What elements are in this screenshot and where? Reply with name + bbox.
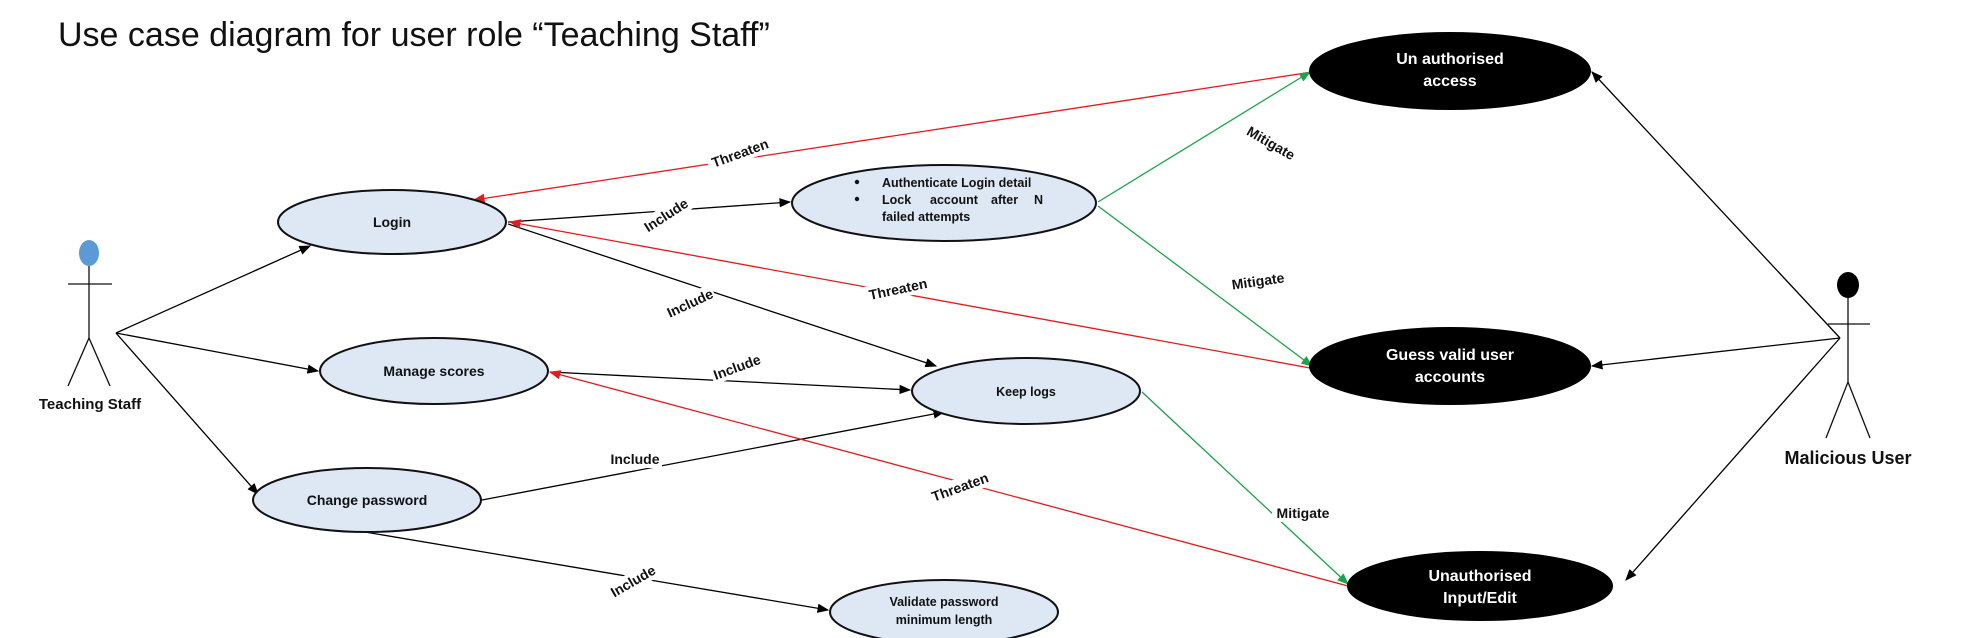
svg-text:accounts: accounts	[1415, 369, 1485, 386]
svg-text:Include: Include	[711, 351, 763, 383]
svg-text:Un authorised: Un authorised	[1396, 51, 1504, 68]
actor-malicious-user: Malicious User	[1784, 272, 1912, 468]
include-change-password-keep-logs	[481, 409, 946, 501]
label-include-3: Include	[708, 349, 766, 385]
svg-text:account: account	[930, 193, 979, 207]
use-case-validate-password: Validate password minimum length	[829, 579, 1059, 638]
svg-text:Change password: Change password	[307, 492, 428, 508]
use-case-authenticate-login: Authenticate Login detail Lock account a…	[791, 164, 1097, 242]
association-malicious-guess-accounts	[1590, 337, 1841, 370]
svg-text:Input/Edit: Input/Edit	[1443, 590, 1517, 607]
include-manage-scores-keep-logs	[549, 371, 912, 395]
misuse-case-unauthorised-input: Unauthorised Input/Edit	[1347, 551, 1613, 621]
association-malicious-unauth-input	[1625, 337, 1841, 581]
include-login-authenticate	[507, 198, 792, 223]
mitigate-keep-logs-unauth-input	[1141, 391, 1349, 585]
label-include-4: Include	[608, 450, 662, 468]
use-case-login: Login	[277, 189, 507, 255]
misuse-case-unauthorised-access: Un authorised access	[1309, 32, 1591, 110]
mitigate-authenticate-unauth-access	[1097, 71, 1311, 203]
svg-text:Mitigate: Mitigate	[1231, 269, 1286, 292]
include-change-password-validate	[364, 531, 830, 613]
svg-text:Threaten: Threaten	[929, 469, 990, 504]
bullet-icon	[854, 196, 860, 202]
svg-text:N: N	[1034, 193, 1043, 207]
actor-label-malicious-user: Malicious User	[1784, 448, 1911, 468]
svg-text:Guess valid user: Guess valid user	[1386, 347, 1514, 364]
svg-text:Threaten: Threaten	[867, 275, 928, 303]
svg-text:Include: Include	[664, 285, 715, 320]
include-login-keep-logs	[507, 223, 938, 368]
actor-teaching-staff: Teaching Staff	[39, 240, 142, 413]
actor-head-icon	[1837, 272, 1859, 298]
svg-text:Validate password: Validate password	[889, 595, 998, 609]
actor-label-teaching-staff: Teaching Staff	[39, 396, 142, 413]
svg-text:Mitigate: Mitigate	[1244, 123, 1298, 163]
svg-text:Include: Include	[641, 195, 691, 235]
threaten-unauth-access-login	[472, 71, 1313, 204]
association-staff-manage-scores	[115, 332, 320, 374]
threaten-unauth-input-manage-scores	[548, 370, 1349, 587]
svg-text:Lock: Lock	[882, 193, 911, 207]
use-case-change-password: Change password	[252, 467, 482, 533]
association-staff-change-password	[115, 332, 259, 495]
svg-text:Authenticate Login detail: Authenticate Login detail	[882, 176, 1031, 190]
association-malicious-unauth-access	[1591, 71, 1841, 339]
label-threaten-3: Threaten	[924, 466, 996, 508]
actor-head-icon	[79, 240, 99, 266]
svg-text:Threaten: Threaten	[709, 135, 770, 170]
mitigate-authenticate-guess-accounts	[1097, 205, 1313, 367]
svg-text:Mitigate: Mitigate	[1277, 505, 1330, 521]
diagram-title: Use case diagram for user role “Teaching…	[58, 16, 770, 54]
svg-text:minimum length: minimum length	[896, 613, 993, 627]
svg-text:Manage scores: Manage scores	[383, 363, 484, 379]
svg-text:Login: Login	[373, 214, 411, 230]
svg-text:access: access	[1423, 73, 1476, 90]
svg-text:Unauthorised: Unauthorised	[1428, 568, 1531, 585]
label-mitigate-2: Mitigate	[1225, 267, 1291, 295]
use-case-keep-logs: Keep logs	[911, 357, 1141, 425]
label-include-1: Include	[639, 193, 693, 237]
bullet-icon	[854, 179, 860, 185]
label-threaten-2: Threaten	[862, 273, 934, 305]
label-threaten-1: Threaten	[704, 132, 776, 174]
label-mitigate-3: Mitigate	[1272, 504, 1334, 522]
svg-text:Include: Include	[610, 451, 659, 467]
svg-text:failed attempts: failed attempts	[882, 210, 970, 224]
label-include-2: Include	[662, 283, 718, 323]
association-staff-login	[115, 245, 312, 334]
misuse-case-guess-accounts: Guess valid user accounts	[1309, 327, 1591, 405]
use-case-manage-scores: Manage scores	[319, 337, 549, 405]
svg-text:after: after	[991, 193, 1018, 207]
label-mitigate-1: Mitigate	[1239, 119, 1303, 167]
svg-text:Keep logs: Keep logs	[996, 385, 1056, 399]
